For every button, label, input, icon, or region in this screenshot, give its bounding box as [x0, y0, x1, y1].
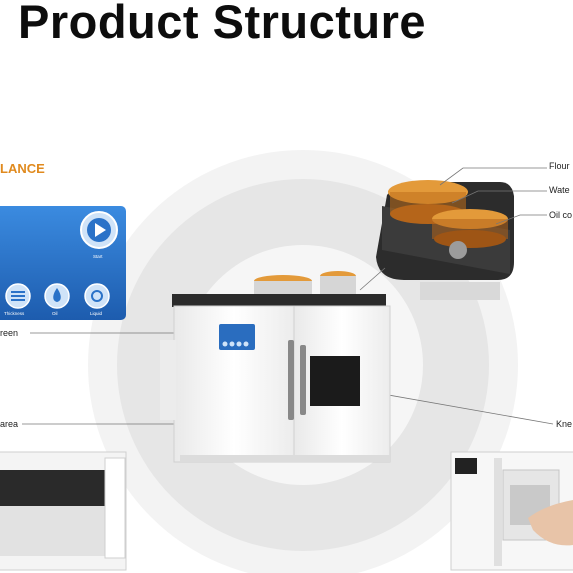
callout-lines [22, 167, 554, 425]
thickness-label: Thickness [4, 311, 25, 316]
brand-label: LANCE [0, 161, 45, 176]
control-panel-zoom: Start Thickness Oil Liquid [0, 206, 126, 320]
machine-body [160, 271, 391, 463]
callout-flour: Flour [549, 161, 570, 171]
callout-water: Wate [549, 185, 570, 195]
hand [528, 500, 573, 546]
liquid-icon [84, 283, 110, 309]
machine-top [172, 294, 386, 307]
page-title: Product Structure [18, 0, 427, 48]
callout-area: area [0, 419, 19, 429]
oil-label: Oil [52, 311, 58, 316]
liquid-label: Liquid [90, 311, 103, 316]
callout-screen: reen [0, 328, 19, 338]
callout-knead: Kne [556, 419, 573, 429]
containers-zoom [376, 180, 514, 300]
start-icon [95, 223, 106, 237]
bottom-left-zoom [0, 451, 127, 571]
start-label: Start [93, 254, 103, 259]
bottom-right-zoom [450, 451, 573, 571]
callout-oil: Oil co [549, 210, 573, 220]
kneading-window [310, 356, 360, 406]
